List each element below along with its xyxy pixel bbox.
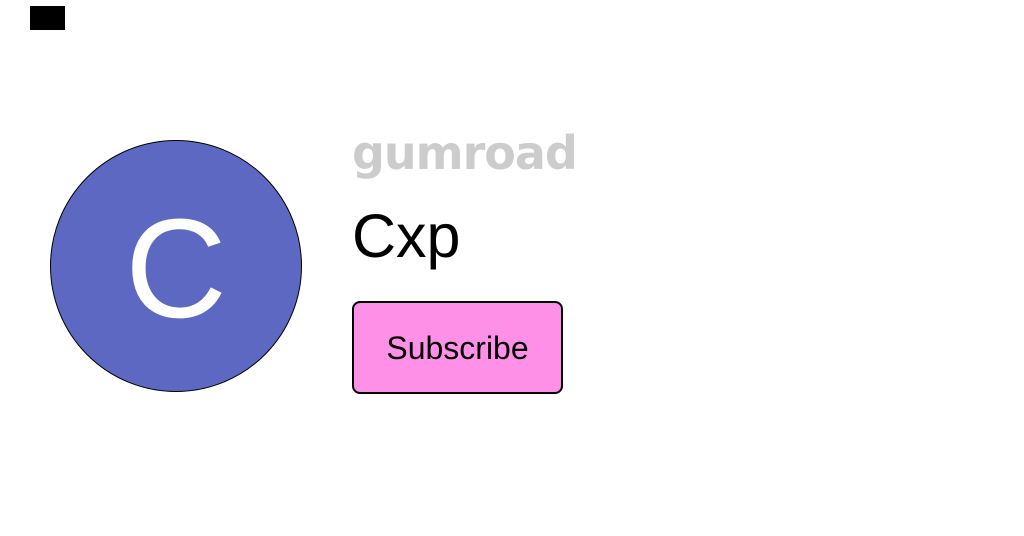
logo-placeholder-box [30,6,65,30]
subscribe-button[interactable]: Subscribe [352,301,563,394]
subscribe-button-label: Subscribe [386,329,529,366]
avatar-initial: C [125,189,227,347]
creator-name: Cxp [352,202,461,270]
creator-avatar: C [50,140,302,392]
gumroad-logo[interactable]: gumroad [352,126,578,180]
